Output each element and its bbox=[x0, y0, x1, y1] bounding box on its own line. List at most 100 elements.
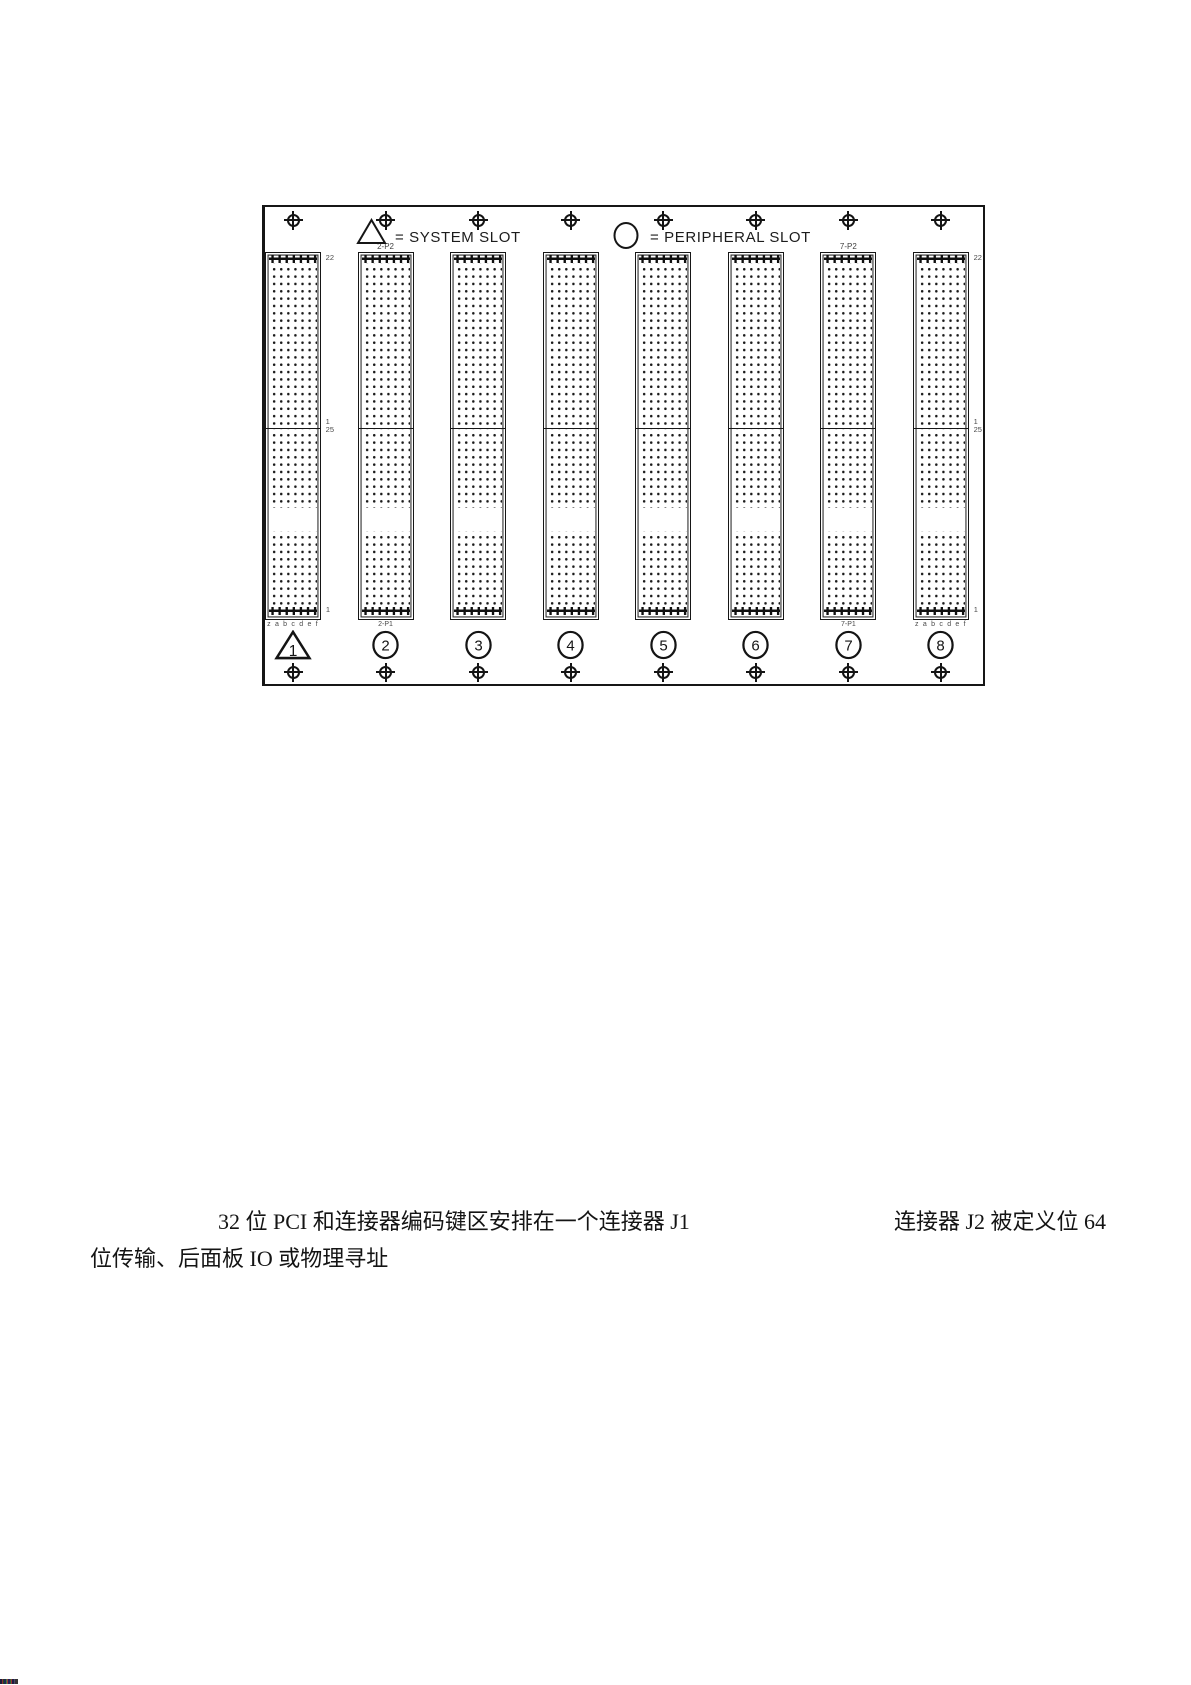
slot-number: 6 bbox=[752, 637, 760, 654]
slot-number: 4 bbox=[567, 637, 575, 654]
p2-connector-pins bbox=[361, 263, 410, 428]
p2-label: 7-P2 bbox=[839, 242, 857, 251]
pin-header-row bbox=[731, 607, 780, 615]
p2-label-row: 2-P2 7-P2 bbox=[265, 233, 983, 252]
pin-header-row bbox=[916, 255, 965, 263]
peripheral-slot-label: = PERIPHERAL SLOT bbox=[650, 229, 811, 246]
pin-header-row bbox=[269, 255, 317, 263]
p2-connector-pins bbox=[546, 263, 595, 428]
peripheral-slot-marker-circle-icon: 3 bbox=[464, 630, 492, 660]
pin-header-row bbox=[731, 255, 780, 263]
mounting-hole-icon bbox=[376, 210, 396, 230]
pin-row-number: 22 bbox=[973, 253, 982, 262]
p1-connector-pins bbox=[454, 531, 503, 607]
pin-row-number: 22 bbox=[325, 253, 334, 262]
mounting-hole-icon bbox=[653, 662, 673, 682]
body-text-line-1: 32 位 PCI 和连接器编码键区安排在一个连接器 J1 连接器 J2 被定义位… bbox=[90, 1203, 1106, 1240]
connector-divider bbox=[543, 428, 598, 429]
peripheral-slot-marker-circle-icon: 8 bbox=[927, 630, 955, 660]
key-area bbox=[916, 508, 965, 531]
pin-header-row bbox=[361, 607, 410, 615]
system-slot-triangle-icon bbox=[356, 218, 387, 244]
p2-connector-pins bbox=[824, 263, 873, 428]
pin-header-row bbox=[454, 255, 503, 263]
connector-divider bbox=[358, 428, 413, 429]
key-area bbox=[269, 508, 317, 531]
pin-header-row bbox=[454, 607, 503, 615]
mounting-hole-icon bbox=[746, 662, 766, 682]
p1-connector-pins bbox=[454, 429, 503, 508]
pin-header-row bbox=[269, 607, 317, 615]
mounting-hole-icon bbox=[468, 662, 488, 682]
mounting-hole-icon bbox=[283, 210, 303, 230]
slot-number: 2 bbox=[381, 637, 389, 654]
p1-connector-pins bbox=[269, 531, 317, 607]
key-area bbox=[824, 508, 873, 531]
backplane-diagram: = SYSTEM SLOT = PERIPHERAL SLOT 2-P2 bbox=[262, 205, 985, 686]
slot-connector-column-6 bbox=[727, 252, 784, 620]
p2-connector-pins bbox=[731, 263, 780, 428]
mounting-hole-icon bbox=[746, 210, 766, 230]
p1-label: 2-P1 bbox=[378, 621, 393, 628]
slot-number: 1 bbox=[289, 643, 298, 660]
slot-number: 3 bbox=[474, 637, 482, 654]
system-slot-marker-triangle-icon: 1 bbox=[274, 630, 312, 660]
p1-connector-pins bbox=[546, 429, 595, 508]
pin-header-row bbox=[546, 255, 595, 263]
mounting-hole-icon bbox=[376, 662, 396, 682]
p1-connector-pins bbox=[361, 429, 410, 508]
connector-divider bbox=[913, 428, 968, 429]
p1-label-row: z a b c d e f 2-P1 7-P1 z a b c d e f bbox=[265, 620, 983, 630]
p1-connector-pins bbox=[824, 531, 873, 607]
mounting-hole-icon bbox=[561, 210, 581, 230]
slot-connector-column-5 bbox=[635, 252, 692, 620]
connector-divider bbox=[821, 428, 876, 429]
pin-column-letters: z a b c d e f bbox=[915, 621, 967, 628]
slot-number-row: 1 2 3 4 bbox=[265, 630, 983, 660]
p2-connector-pins bbox=[269, 263, 317, 428]
slot-number: 8 bbox=[937, 637, 945, 654]
p1-connector-pins bbox=[731, 531, 780, 607]
system-slot-label: = SYSTEM SLOT bbox=[395, 229, 521, 246]
p1-connector-pins bbox=[639, 531, 688, 607]
pin-row-number: 1 25 bbox=[973, 417, 982, 434]
pin-header-row bbox=[546, 607, 595, 615]
body-text-line-2: 位传输、后面板 IO 或物理寻址 bbox=[90, 1246, 389, 1271]
mounting-hole-icon bbox=[653, 210, 673, 230]
peripheral-slot-marker-circle-icon: 7 bbox=[835, 630, 862, 660]
p1-connector-pins bbox=[361, 531, 410, 607]
p1-connector-pins bbox=[916, 531, 965, 607]
mounting-hole-icon bbox=[838, 210, 858, 230]
key-area bbox=[639, 508, 688, 531]
pin-header-row bbox=[824, 607, 873, 615]
peripheral-slot-marker-circle-icon: 5 bbox=[650, 630, 677, 660]
bottom-mounting-holes bbox=[265, 660, 983, 684]
pin-column-letters: z a b c d e f bbox=[267, 621, 319, 628]
p1-connector-pins bbox=[546, 531, 595, 607]
key-area bbox=[361, 508, 410, 531]
key-area bbox=[454, 508, 503, 531]
p1-connector-pins bbox=[824, 429, 873, 508]
mounting-hole-icon bbox=[931, 210, 951, 230]
p1-connector-pins bbox=[731, 429, 780, 508]
connector-divider bbox=[266, 428, 320, 429]
slot-connector-column-8: 22 1 25 1 bbox=[912, 252, 982, 620]
mounting-hole-icon bbox=[838, 662, 858, 682]
slot-connector-column-4 bbox=[542, 252, 599, 620]
pin-header-row bbox=[916, 607, 965, 615]
scan-artifact bbox=[0, 1679, 18, 1684]
key-area bbox=[546, 508, 595, 531]
peripheral-slot-marker-circle-icon: 2 bbox=[372, 630, 399, 660]
mounting-hole-icon bbox=[283, 662, 303, 682]
pin-row-number: 1 bbox=[973, 605, 978, 614]
p1-connector-pins bbox=[269, 429, 317, 508]
mounting-hole-icon bbox=[468, 210, 488, 230]
connector-divider bbox=[728, 428, 783, 429]
body-text-line1-left: 32 位 PCI 和连接器编码键区安排在一个连接器 J1 bbox=[218, 1209, 690, 1234]
p2-label: 2-P2 bbox=[377, 242, 395, 251]
slot-connector-column-3 bbox=[450, 252, 507, 620]
peripheral-slot-circle-icon bbox=[613, 222, 639, 249]
body-text: 32 位 PCI 和连接器编码键区安排在一个连接器 J1 连接器 J2 被定义位… bbox=[90, 1203, 1106, 1277]
pin-row-number: 1 25 bbox=[325, 417, 334, 434]
slot-number: 5 bbox=[659, 637, 667, 654]
